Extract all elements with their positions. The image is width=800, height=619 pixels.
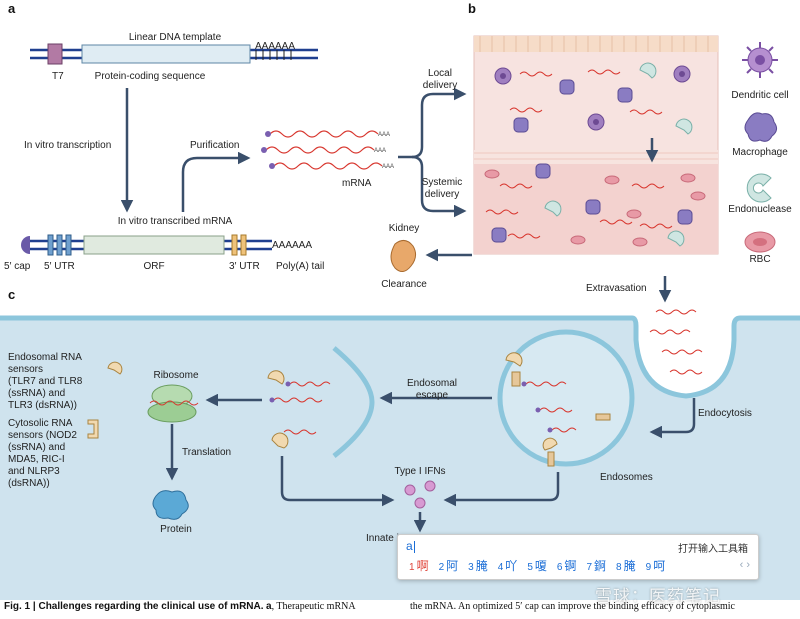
endosomal-escape-label-2: escape bbox=[416, 390, 449, 401]
clearance-label: Clearance bbox=[381, 279, 427, 290]
kidney-label: Kidney bbox=[389, 223, 420, 234]
legend-label-2: Endonuclease bbox=[728, 204, 792, 215]
endosomal-escape-label-1: Endosomal bbox=[407, 378, 457, 389]
ime-toolbox-button[interactable]: 打开输入工具箱 bbox=[678, 544, 748, 555]
ribosome-icon bbox=[147, 384, 199, 423]
coding-sequence-box bbox=[81, 44, 251, 64]
figure-caption: Fig. 1 | Challenges regarding the clinic… bbox=[4, 601, 356, 612]
endosomal-sensors-2: sensors bbox=[8, 364, 43, 375]
template-polya: AAAAAA bbox=[255, 41, 295, 52]
purified-mrna-group bbox=[261, 130, 383, 170]
endosomal-sensors-3: (TLR7 and TLR8 bbox=[8, 376, 83, 387]
ivt-step-label: In vitro transcription bbox=[24, 140, 111, 151]
kidney-icon bbox=[390, 240, 417, 272]
endosomal-sensors-1: Endosomal RNA bbox=[8, 352, 82, 363]
panel-label-a: a bbox=[8, 1, 16, 16]
cytosolic-sensors-6: (dsRNA)) bbox=[8, 478, 50, 489]
tissue-cells bbox=[484, 62, 706, 247]
watermark: 雪球：医药笔记 bbox=[595, 587, 721, 607]
panel-label-b: b bbox=[468, 1, 476, 16]
t7-label: T7 bbox=[52, 71, 64, 82]
cytosolic-sensors-3: (ssRNA) and bbox=[8, 442, 65, 453]
systemic-delivery-arrow bbox=[411, 155, 467, 218]
mrna-aaa-1: AAA bbox=[378, 132, 390, 138]
ruptured-endosome bbox=[332, 346, 375, 458]
ribosome-label: Ribosome bbox=[153, 370, 198, 381]
systemic-delivery-label-1: Systemic bbox=[422, 177, 463, 188]
orf-box bbox=[83, 235, 225, 255]
ifn-icons bbox=[404, 480, 436, 509]
extravasation-label: Extravasation bbox=[586, 283, 647, 294]
protein-icon bbox=[152, 490, 189, 520]
dendritic-cell-icon bbox=[742, 42, 778, 78]
figure-caption-right: the mRNA. An optimized 5′ cap can improv… bbox=[410, 601, 735, 612]
orf-label: ORF bbox=[143, 261, 164, 272]
systemic-delivery-label-2: delivery bbox=[425, 189, 459, 200]
dna-template bbox=[30, 43, 318, 65]
tlr-sensor-icon bbox=[107, 361, 123, 375]
ifn-label: Type I IFNs bbox=[394, 466, 445, 477]
cytosolic-sensors-4: MDA5, RIC-I bbox=[8, 454, 65, 465]
mrna-aaa-3: AAA bbox=[382, 164, 394, 170]
ime-composition[interactable]: a bbox=[406, 539, 415, 553]
endocytosis-mrna bbox=[649, 309, 703, 375]
tail-polya: AAAAAA bbox=[272, 240, 312, 251]
purification-label: Purification bbox=[190, 140, 239, 151]
plasma-membrane bbox=[0, 315, 800, 399]
panel-label-c: c bbox=[8, 287, 15, 302]
endosome-contents bbox=[505, 352, 611, 467]
legend-label-1: Macrophage bbox=[732, 147, 788, 158]
mrna-aaa-2: AAA bbox=[374, 148, 386, 154]
legend-label-0: Dendritic cell bbox=[731, 90, 788, 101]
cap-label: 5′ cap bbox=[4, 261, 31, 272]
cytosolic-sensors-1: Cytosolic RNA bbox=[8, 418, 73, 429]
cytosolic-to-ifn-arrow bbox=[280, 456, 395, 507]
ivt-mrna-label: In vitro transcribed mRNA bbox=[118, 216, 233, 227]
utr3-label: 3′ UTR bbox=[229, 261, 260, 272]
ime-pager-buttons[interactable]: ‹ › bbox=[739, 559, 750, 571]
escaped-contents bbox=[267, 370, 331, 449]
local-delivery-label-1: Local bbox=[428, 68, 452, 79]
t7-promoter-box bbox=[47, 43, 63, 65]
polya-tail-label: Poly(A) tail bbox=[276, 261, 324, 272]
endocytosis-label: Endocytosis bbox=[698, 408, 752, 419]
endosomal-sensors-4: (ssRNA) and bbox=[8, 388, 65, 399]
rbc-icon bbox=[744, 231, 776, 253]
translation-label: Translation bbox=[182, 447, 231, 458]
endosomes-label: Endosomes bbox=[600, 472, 653, 483]
endonuclease-icon bbox=[746, 173, 772, 203]
template-title: Linear DNA template bbox=[129, 32, 222, 43]
endosomal-to-ifn-arrow bbox=[443, 472, 560, 507]
cytosolic-sensors-2: sensors (NOD2 bbox=[8, 430, 77, 441]
endosome bbox=[497, 329, 635, 467]
cap-icon bbox=[21, 236, 30, 254]
protein-label: Protein bbox=[160, 524, 192, 535]
legend bbox=[742, 42, 778, 253]
macrophage-icon bbox=[744, 112, 778, 142]
endocytosis-arrow bbox=[649, 398, 696, 439]
cytosolic-sensors-5: and NLRP3 bbox=[8, 466, 60, 477]
coding-seq-label: Protein-coding sequence bbox=[95, 71, 206, 82]
cytosolic-sensor-icon bbox=[87, 419, 99, 439]
local-delivery-label-2: delivery bbox=[423, 80, 457, 91]
utr5-label: 5′ UTR bbox=[44, 261, 75, 272]
mrna-construct bbox=[21, 234, 272, 256]
local-delivery-arrow bbox=[398, 87, 467, 159]
endosomal-sensors-5: TLR3 (dsRNA)) bbox=[8, 400, 77, 411]
mrna-label: mRNA bbox=[342, 178, 372, 189]
purification-arrow bbox=[181, 151, 251, 212]
legend-label-3: RBC bbox=[749, 254, 770, 265]
